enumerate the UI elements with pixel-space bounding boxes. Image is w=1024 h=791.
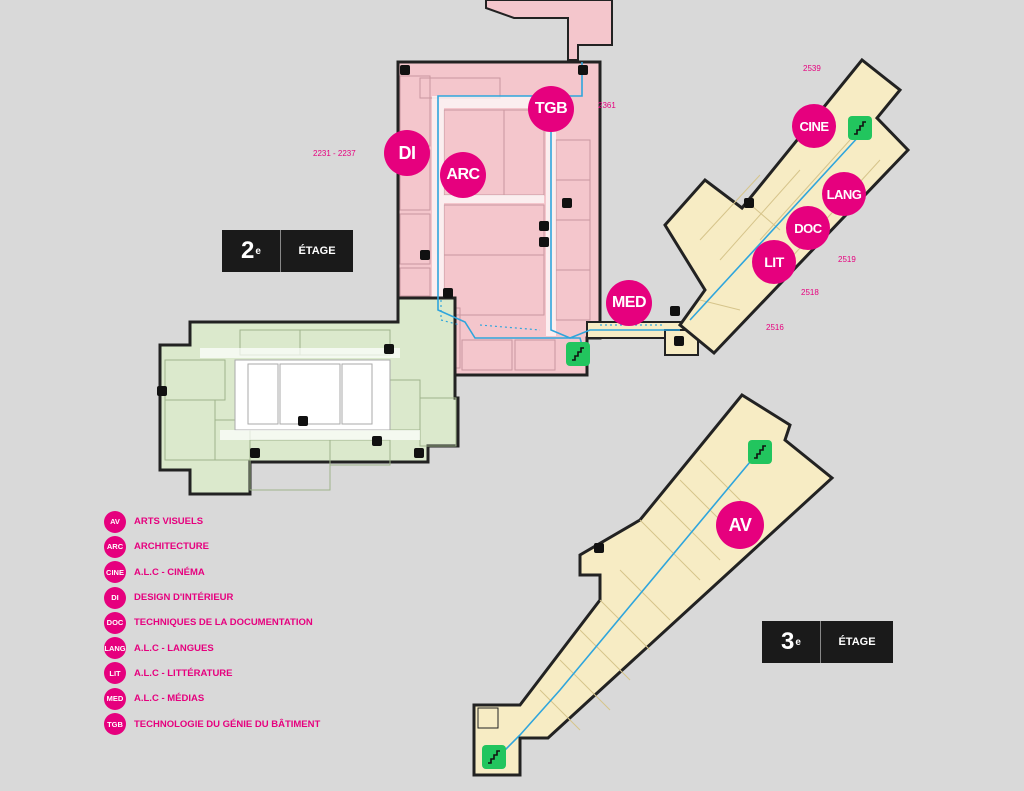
yellow-zone-2nd-floor	[663, 57, 911, 356]
elevator-icon	[562, 198, 572, 208]
stairs-icon[interactable]	[848, 116, 872, 140]
elevator-icon	[578, 65, 588, 75]
legend-label: A.L.C - CINÉMA	[134, 566, 205, 578]
elevator-icon	[539, 237, 549, 247]
legend-code-badge: LANG	[104, 637, 126, 660]
elevator-icon	[594, 543, 604, 553]
elevator-icon	[670, 306, 680, 316]
elevator-icon	[298, 416, 308, 426]
cine-room-number: 2539	[803, 64, 821, 73]
legend-label: DESIGN D'INTÉRIEUR	[134, 592, 234, 604]
elevator-icon	[384, 344, 394, 354]
med-badge[interactable]: MED	[606, 280, 652, 326]
legend-item: AV ARTS VISUELS	[104, 509, 320, 534]
elevator-icon	[744, 198, 754, 208]
legend-item: LANG A.L.C - LANGUES	[104, 635, 320, 660]
lit-badge[interactable]: LIT	[752, 240, 796, 284]
legend-code-badge: ARC	[104, 535, 126, 558]
legend-item: ARC ARCHITECTURE	[104, 534, 320, 559]
legend-code-badge: LIT	[104, 662, 126, 685]
legend-code-badge: DI	[104, 586, 126, 609]
legend-label: ARCHITECTURE	[134, 541, 209, 553]
legend-label: A.L.C - MÉDIAS	[134, 693, 205, 705]
lang-badge[interactable]: LANG	[822, 172, 866, 216]
elevator-icon	[372, 436, 382, 446]
top-wing	[485, 0, 613, 61]
atrium	[234, 359, 391, 431]
floor-word: ÉTAGE	[298, 245, 336, 257]
di-badge[interactable]: DI	[384, 130, 430, 176]
stairs-icon[interactable]	[566, 342, 590, 366]
lit-room-number: 2516	[766, 323, 784, 332]
yellow-zone-3rd-floor	[472, 393, 835, 777]
tgb-room-number: 2361	[598, 101, 616, 110]
legend-item: LIT A.L.C - LITTÉRATURE	[104, 661, 320, 686]
lang-room-number: 2519	[838, 255, 856, 264]
legend-label: A.L.C - LITTÉRATURE	[134, 667, 233, 679]
tgb-badge[interactable]: TGB	[528, 86, 574, 132]
elevator-icon	[400, 65, 410, 75]
stairs-icon[interactable]	[482, 745, 506, 769]
cine-badge[interactable]: CINE	[792, 104, 836, 148]
di-room-number: 2231 - 2237	[313, 149, 356, 158]
legend-item: MED A.L.C - MÉDIAS	[104, 686, 320, 711]
floor-word: ÉTAGE	[838, 636, 876, 648]
legend: AV ARTS VISUELS ARC ARCHITECTURE CINE A.L.C -…	[104, 509, 320, 737]
legend-code-badge: AV	[104, 510, 126, 533]
arc-badge[interactable]: ARC	[440, 152, 486, 198]
legend-item: CINE A.L.C - CINÉMA	[104, 560, 320, 585]
doc-room-number: 2518	[801, 288, 819, 297]
elevator-icon	[539, 221, 549, 231]
legend-code-badge: CINE	[104, 561, 126, 584]
legend-label: ARTS VISUELS	[134, 516, 204, 528]
elevator-icon	[420, 250, 430, 260]
legend-code-badge: DOC	[104, 611, 126, 634]
elevator-icon	[443, 288, 453, 298]
legend-code-badge: MED	[104, 687, 126, 710]
elevator-icon	[250, 448, 260, 458]
legend-label: A.L.C - LANGUES	[134, 642, 214, 654]
elevator-icon	[157, 386, 167, 396]
elevator-icon	[414, 448, 424, 458]
third-floor-rooms	[539, 459, 761, 731]
legend-code-badge: TGB	[104, 713, 126, 736]
stairs-icon[interactable]	[748, 440, 772, 464]
doc-badge[interactable]: DOC	[786, 206, 830, 250]
legend-item: TGB TECHNOLOGIE DU GÉNIE DU BÂTIMENT	[104, 711, 320, 736]
elevator-icon	[674, 336, 684, 346]
legend-item: DOC TECHNIQUES DE LA DOCUMENTATION	[104, 610, 320, 635]
legend-item: DI DESIGN D'INTÉRIEUR	[104, 585, 320, 610]
av-badge[interactable]: AV	[716, 501, 764, 549]
legend-label: TECHNIQUES DE LA DOCUMENTATION	[134, 617, 313, 629]
legend-label: TECHNOLOGIE DU GÉNIE DU BÂTIMENT	[134, 718, 321, 730]
